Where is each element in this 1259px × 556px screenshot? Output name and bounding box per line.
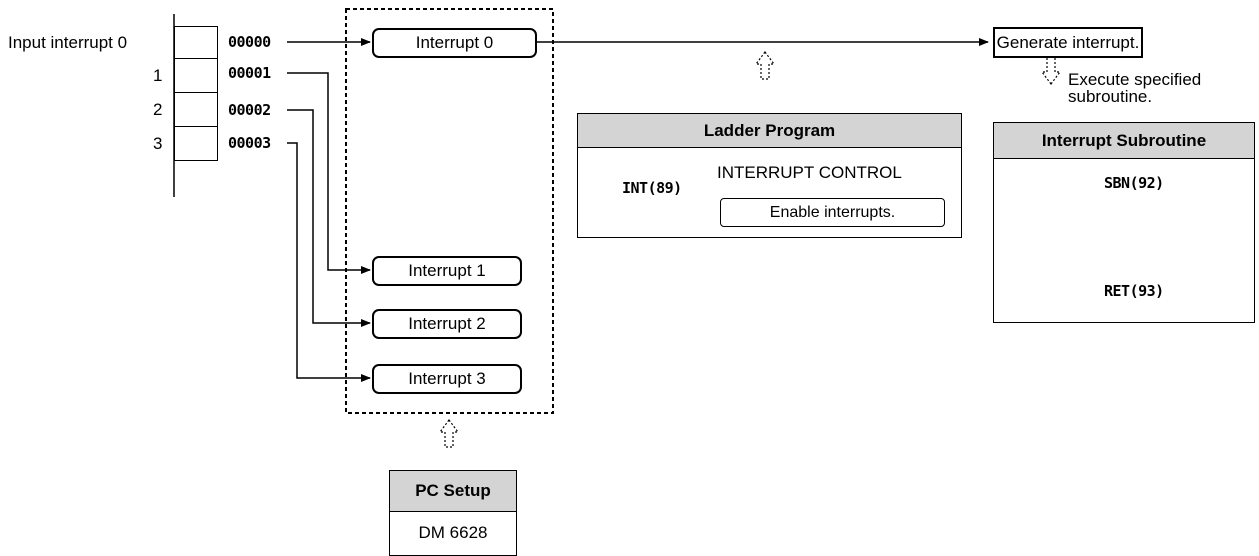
input-cell-2 xyxy=(174,92,218,127)
wire-00001 xyxy=(287,72,371,274)
address-00000: 00000 xyxy=(228,33,271,51)
pc-setup-value: DM 6628 xyxy=(418,523,488,542)
input-interrupt-label-0: Input interrupt 0 xyxy=(8,33,128,52)
pc-setup-panel: PC Setup xyxy=(389,470,517,556)
interrupt-3-box: Interrupt 3 xyxy=(372,364,522,394)
ladder-program-title: Ladder Program xyxy=(578,114,961,148)
pc-setup-arrow xyxy=(438,419,460,448)
wire-00003 xyxy=(287,142,371,382)
interrupt-subroutine-panel: Interrupt Subroutine xyxy=(993,122,1255,323)
interrupt-1-box: Interrupt 1 xyxy=(372,256,522,286)
generate-interrupt-box: Generate interrupt. xyxy=(993,27,1143,58)
enable-interrupts-box: Enable interrupts. xyxy=(720,198,945,227)
interrupt-2-box: Interrupt 2 xyxy=(372,309,522,339)
sbn-instruction: SBN(92) xyxy=(1104,174,1164,192)
int-instruction: INT(89) xyxy=(622,179,682,197)
execute-note-line-2: subroutine. xyxy=(1068,87,1153,106)
execute-note-line-1: Execute specified xyxy=(1068,70,1202,89)
address-00001: 00001 xyxy=(228,64,271,82)
interrupt-setting-group xyxy=(345,8,554,414)
input-cell-0 xyxy=(174,26,218,60)
input-interrupt-label-3: 3 xyxy=(153,134,163,153)
ladder-arrow xyxy=(754,51,776,80)
address-00002: 00002 xyxy=(228,101,271,119)
input-interrupt-label-1: 1 xyxy=(153,66,163,85)
interrupt-control-label: INTERRUPT CONTROL xyxy=(717,163,902,182)
input-interrupt-label-2: 2 xyxy=(153,100,163,119)
wire-00002 xyxy=(287,109,371,327)
interrupt-0-box: Interrupt 0 xyxy=(372,28,537,58)
pc-setup-title: PC Setup xyxy=(390,471,516,512)
address-00003: 00003 xyxy=(228,134,271,152)
execute-arrow xyxy=(1040,56,1062,85)
ret-instruction: RET(93) xyxy=(1104,282,1164,300)
input-cell-1 xyxy=(174,58,218,93)
input-cell-3 xyxy=(174,126,218,161)
interrupt-subroutine-title: Interrupt Subroutine xyxy=(994,123,1254,159)
